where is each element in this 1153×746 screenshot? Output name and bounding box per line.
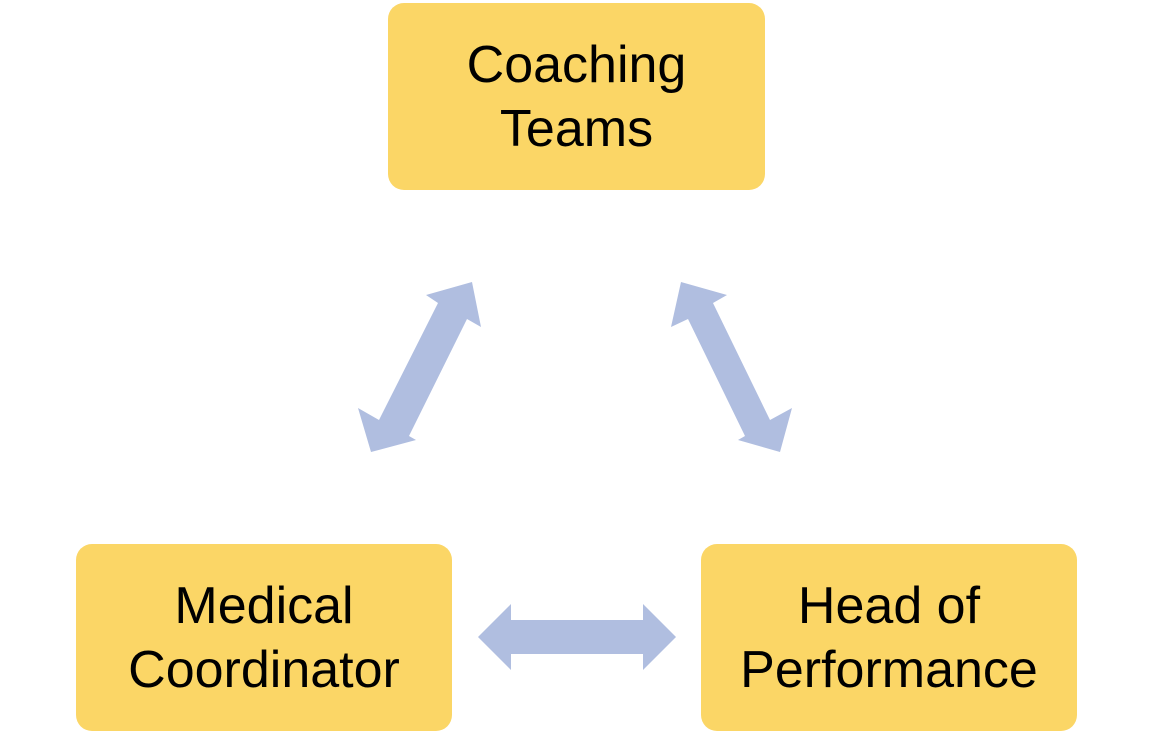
arrow-medical-coaching bbox=[358, 282, 481, 452]
head-of-performance-box: Head of Performance bbox=[701, 544, 1077, 731]
head-of-performance-line1: Head of bbox=[797, 576, 981, 635]
coaching-teams-line2: Teams bbox=[499, 99, 654, 158]
medical-coordinator-line2: Coordinator bbox=[128, 640, 400, 699]
coaching-teams-box: Coaching Teams bbox=[388, 3, 765, 190]
arrow-coaching-performance bbox=[671, 282, 792, 452]
medical-coordinator-box: Medical Coordinator bbox=[76, 544, 452, 731]
medical-coordinator-line1: Medical bbox=[174, 576, 354, 635]
arrow-medical-performance bbox=[478, 604, 676, 670]
head-of-performance-line2: Performance bbox=[740, 640, 1038, 699]
coaching-teams-line1: Coaching bbox=[466, 35, 687, 94]
